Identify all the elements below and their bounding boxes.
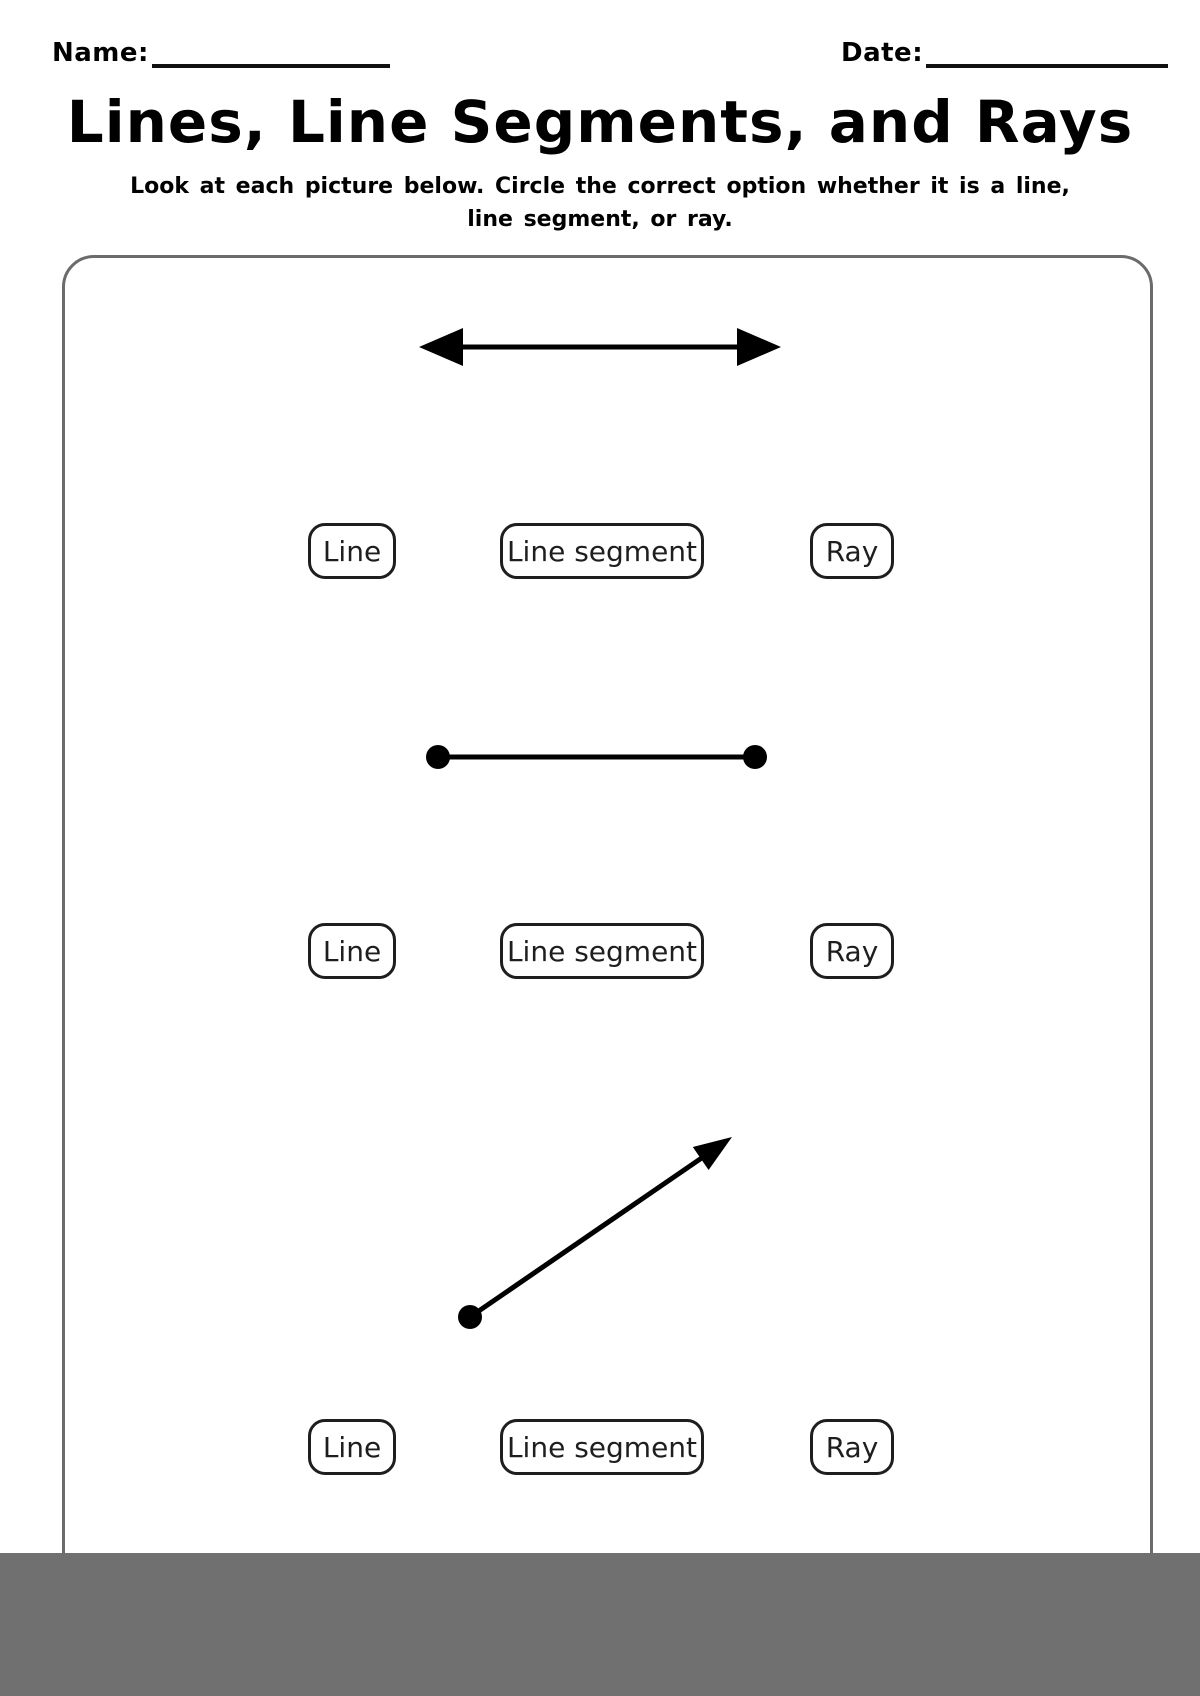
q1-option-ray[interactable]: Ray — [810, 523, 894, 579]
q1-option-line-segment-label: Line segment — [506, 534, 698, 568]
q3-option-line-label: Line — [322, 1430, 382, 1464]
q3-option-ray-label: Ray — [825, 1430, 879, 1464]
q1-option-ray-label: Ray — [825, 534, 879, 568]
q3-option-line[interactable]: Line — [308, 1419, 396, 1475]
q2-option-ray[interactable]: Ray — [810, 923, 894, 979]
footer-bar — [0, 1553, 1200, 1696]
line-figure — [405, 320, 795, 374]
date-label: Date: — [841, 38, 924, 68]
instructions-text: Look at each picture below. Circle the c… — [0, 170, 1200, 236]
q1-option-line-segment[interactable]: Line segment — [500, 523, 704, 579]
line-segment-figure — [420, 735, 780, 779]
q1-option-line-label: Line — [322, 534, 382, 568]
instructions-line-2: line segment, or ray. — [467, 207, 733, 232]
instructions-line-1: Look at each picture below. Circle the c… — [130, 174, 1070, 199]
q2-option-line-segment[interactable]: Line segment — [500, 923, 704, 979]
name-label: Name: — [52, 38, 149, 68]
q3-option-ray[interactable]: Ray — [810, 1419, 894, 1475]
date-field: Date: — [841, 34, 1169, 68]
q1-option-line[interactable]: Line — [308, 523, 396, 579]
q3-option-line-segment[interactable]: Line segment — [500, 1419, 704, 1475]
q2-option-line[interactable]: Line — [308, 923, 396, 979]
page-title: Lines, Line Segments, and Rays — [66, 88, 1134, 156]
q2-option-line-label: Line — [322, 934, 382, 968]
q2-option-ray-label: Ray — [825, 934, 879, 968]
q3-option-line-segment-label: Line segment — [506, 1430, 698, 1464]
q2-option-line-segment-label: Line segment — [506, 934, 698, 968]
date-input-blank[interactable] — [926, 34, 1169, 68]
name-input-blank[interactable] — [151, 34, 390, 68]
name-field: Name: — [52, 34, 390, 68]
ray-figure — [450, 1120, 750, 1335]
